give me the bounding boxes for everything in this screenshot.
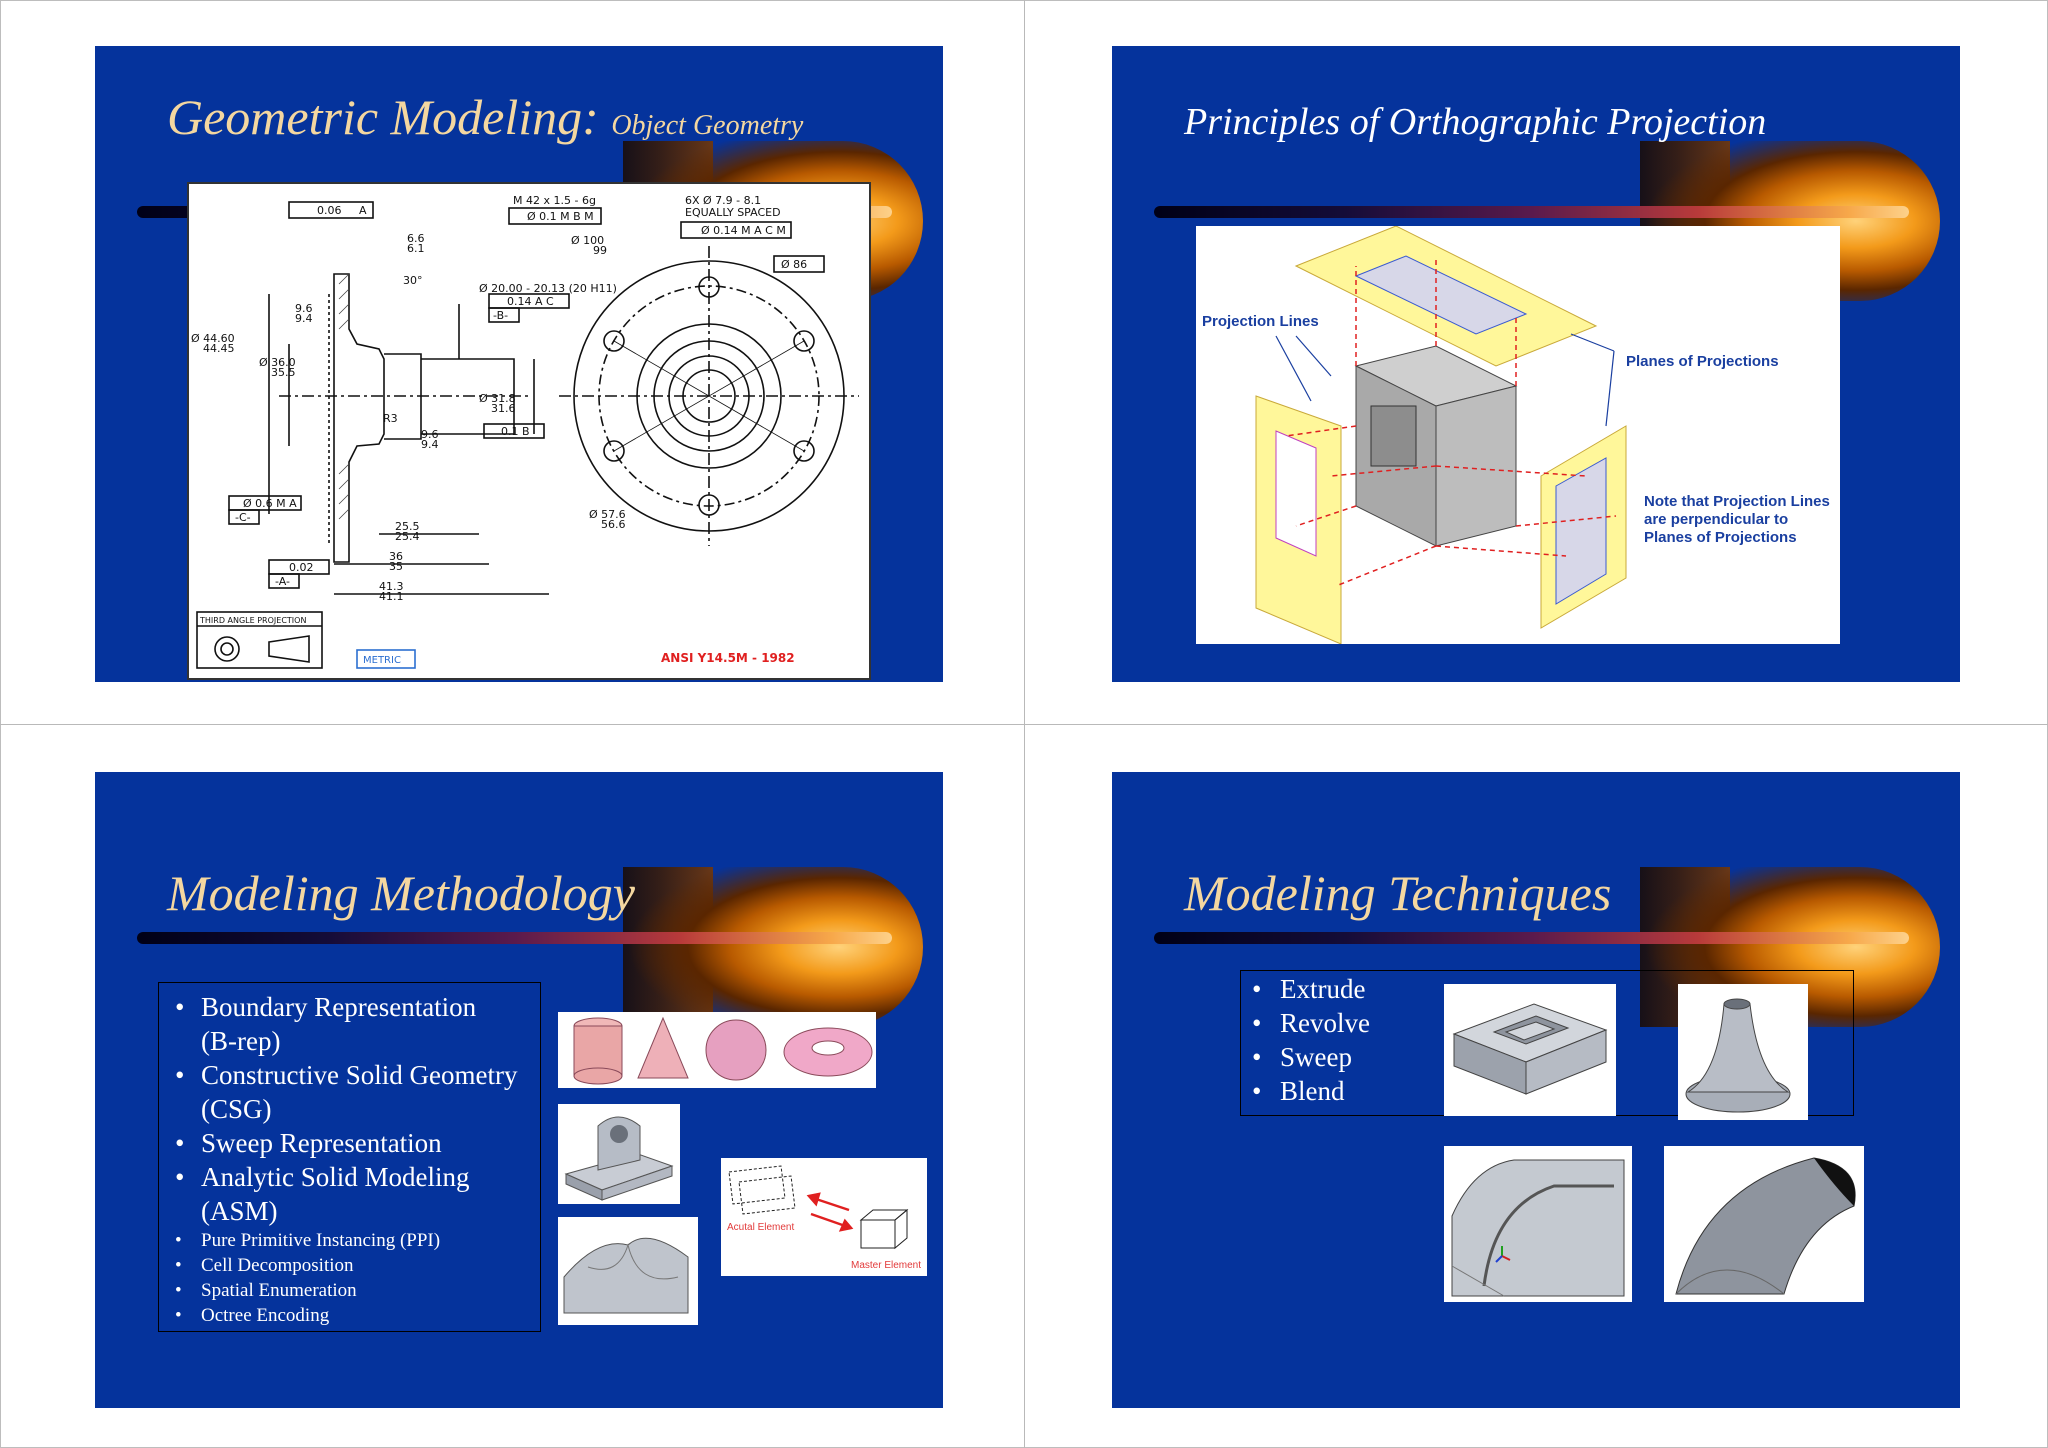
label-dia-31-8: Ø 31.8 — [479, 392, 516, 405]
label-master-element: Master Element — [851, 1260, 921, 1271]
label-dia-44-60: Ø 44.60 — [191, 332, 235, 345]
label-flat-0-02: 0.02 — [289, 561, 314, 574]
label-dim-41-1: 41.1 — [379, 590, 404, 603]
slide-modeling-techniques: Modeling Techniques Extrude Revolve Swee… — [1112, 772, 1960, 1408]
label-dim-6-1: 6.1 — [407, 242, 425, 255]
slide-title: Modeling Techniques — [1184, 865, 1612, 921]
sweep-example-image — [1444, 1146, 1632, 1302]
label-actual-element: Acutal Element — [727, 1222, 794, 1233]
label-note-line-2: are perpendicular to — [1644, 511, 1788, 528]
flange-drawing-svg: 0.06 A 6.6 6.1 M 42 x 1.5 - 6g Ø 0.1 M B… — [191, 194, 859, 669]
bullet-item: Extrude — [1244, 972, 1370, 1006]
label-runout-b: 0.1 B — [501, 425, 530, 438]
bullet-item: Constructive Solid Geometry (CSG) — [167, 1058, 547, 1126]
label-note-line-1: Note that Projection Lines — [1644, 493, 1830, 510]
title-underline-bar — [137, 932, 892, 944]
projection-svg: Projection Lines Planes of Projections N… — [1202, 226, 1830, 644]
methodology-bullet-list: Boundary Representation (B-rep) Construct… — [167, 990, 547, 1328]
label-planes-of-projections: Planes of Projections — [1626, 353, 1779, 370]
label-dia-99: 99 — [593, 244, 607, 257]
engineering-drawing: 0.06 A 6.6 6.1 M 42 x 1.5 - 6g Ø 0.1 M B… — [187, 182, 871, 680]
label-third-angle-projection: THIRD ANGLE PROJECTION — [199, 616, 306, 625]
label-perpendicularity: Ø 0.6 M A — [243, 497, 297, 510]
slide-orthographic-projection: Principles of Orthographic Projection — [1112, 46, 1960, 682]
label-dim-25-4: 25.4 — [395, 530, 420, 543]
label-datum-a: -A- — [275, 575, 290, 588]
bracket-solid-image — [558, 1104, 680, 1204]
bullet-text: Sweep Representation — [201, 1128, 442, 1158]
label-metric: METRIC — [363, 655, 401, 666]
label-dim-9-6-b: 9.6 — [421, 428, 439, 441]
label-datum-b: -B- — [493, 309, 508, 322]
extrude-example-image — [1444, 984, 1616, 1116]
bullet-item: Sweep — [1244, 1040, 1370, 1074]
techniques-bullet-list: Extrude Revolve Sweep Blend — [1244, 972, 1370, 1108]
bullet-item: Spatial Enumeration — [167, 1278, 547, 1303]
label-ansi-standard: ANSI Y14.5M - 1982 — [661, 651, 795, 665]
bullet-item: Pure Primitive Instancing (PPI) — [167, 1228, 547, 1253]
bullet-text: (CSG) — [201, 1094, 272, 1124]
decorative-swoosh — [623, 867, 923, 1027]
title-underline-bar — [1154, 206, 1909, 218]
bullet-item: Cell Decomposition — [167, 1253, 547, 1278]
label-dim-6-6: 6.6 — [407, 232, 425, 245]
label-radius: R3 — [383, 412, 398, 425]
revolve-example-image — [1678, 984, 1808, 1120]
bullet-text: (ASM) — [201, 1196, 278, 1226]
label-dia-100: Ø 100 — [571, 234, 604, 247]
label-dim-25-5: 25.5 — [395, 520, 420, 533]
label-angle: 30° — [403, 274, 423, 287]
bullet-text: Constructive Solid Geometry — [201, 1060, 518, 1090]
primitives-image — [558, 1012, 876, 1088]
label-dim-9-4: 9.4 — [295, 312, 313, 325]
bullet-item: Octree Encoding — [167, 1303, 547, 1328]
element-mapping-image: Acutal Element Master Element — [721, 1158, 927, 1276]
label-note-line-3: Planes of Projections — [1644, 529, 1797, 546]
bullet-item: Analytic Solid Modeling (ASM) — [167, 1160, 547, 1228]
blend-example-image — [1664, 1146, 1864, 1302]
label-dim-41-3: 41.3 — [379, 580, 404, 593]
slide-title: Geometric Modeling: Object Geometry — [167, 88, 803, 146]
label-dim-9-6: 9.6 — [295, 302, 313, 315]
label-datum-ref: A — [359, 204, 367, 217]
orthographic-projection-figure: Projection Lines Planes of Projections N… — [1196, 226, 1840, 644]
label-dia-56-6: 56.6 — [601, 518, 626, 531]
label-datum-c: -C- — [235, 511, 251, 524]
label-dim-9-4-b: 9.4 — [421, 438, 439, 451]
label-thread: M 42 x 1.5 - 6g — [513, 194, 596, 207]
bullet-text: (B-rep) — [201, 1026, 281, 1056]
bullet-item: Revolve — [1244, 1006, 1370, 1040]
bullet-item: Sweep Representation — [167, 1126, 547, 1160]
label-hole-tolerance: Ø 0.14 M A C M — [701, 224, 786, 237]
bullet-text: Boundary Representation — [201, 992, 477, 1022]
swept-solid-image — [558, 1217, 698, 1325]
label-equally-spaced: EQUALLY SPACED — [685, 206, 781, 219]
label-dia-44-45: 44.45 — [203, 342, 235, 355]
label-dia-35-5: 35.5 — [271, 366, 296, 379]
title-main: Geometric Modeling: — [167, 89, 599, 145]
title-underline-bar — [1154, 932, 1909, 944]
label-projection-lines: Projection Lines — [1202, 313, 1319, 330]
slide-title: Modeling Methodology — [167, 865, 635, 921]
title-subtitle: Object Geometry — [611, 110, 804, 141]
label-bore: Ø 20.00 - 20.13 (20 H11) — [479, 282, 617, 295]
slide-title: Principles of Orthographic Projection — [1184, 101, 1767, 143]
slide-modeling-methodology: Modeling Methodology Boundary Representa… — [95, 772, 943, 1408]
label-flatness: 0.06 — [317, 204, 342, 217]
bullet-text: Analytic Solid Modeling — [201, 1162, 470, 1192]
label-runout: 0.14 A C — [507, 295, 554, 308]
label-dia-36-0: Ø 36.0 — [259, 356, 296, 369]
bullet-item: Blend — [1244, 1074, 1370, 1108]
label-position-tolerance: Ø 0.1 M B M — [527, 210, 594, 223]
bullet-item: Boundary Representation (B-rep) — [167, 990, 547, 1058]
label-dia-86: Ø 86 — [781, 258, 807, 271]
label-dim-36: 36 — [389, 550, 403, 563]
slide-geometric-modeling: Geometric Modeling: Object Geometry — [95, 46, 943, 682]
label-dia-57-6: Ø 57.6 — [589, 508, 626, 521]
label-dia-31-6: 31.6 — [491, 402, 516, 415]
horizontal-divider — [0, 724, 2048, 725]
label-dim-35: 35 — [389, 560, 403, 573]
label-holes: 6X Ø 7.9 - 8.1 — [685, 194, 761, 207]
